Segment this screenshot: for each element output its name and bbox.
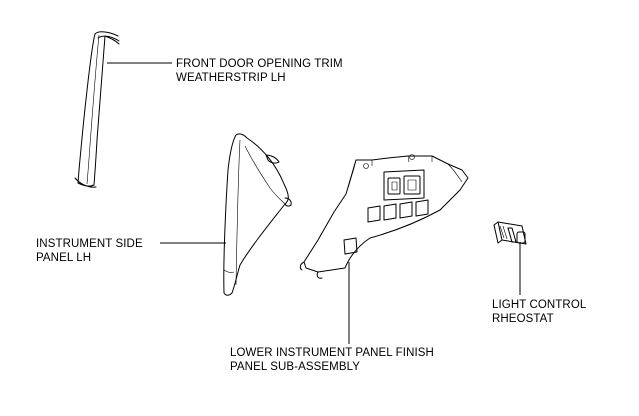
instrument-side-panel-part	[223, 133, 292, 296]
rheostat-label-line1: LIGHT CONTROL	[492, 299, 587, 311]
weatherstrip-label-line2: WEATHERSTRIP LH	[176, 72, 286, 84]
side-panel-label: INSTRUMENT SIDE PANEL LH	[36, 237, 143, 265]
weatherstrip-label-line1: FRONT DOOR OPENING TRIM	[176, 58, 343, 70]
lower-panel-part	[299, 154, 469, 279]
rheostat-label-line2: RHEOSTAT	[492, 313, 554, 325]
weatherstrip-part	[74, 31, 120, 188]
weatherstrip-label: FRONT DOOR OPENING TRIM WEATHERSTRIP LH	[176, 57, 343, 85]
rheostat-part	[493, 221, 527, 245]
lower-panel-label-line2: PANEL SUB-ASSEMBLY	[230, 361, 361, 373]
lower-panel-label-line1: LOWER INSTRUMENT PANEL FINISH	[230, 347, 434, 359]
side-panel-label-line2: PANEL LH	[36, 252, 92, 264]
lower-panel-label: LOWER INSTRUMENT PANEL FINISH PANEL SUB-…	[230, 346, 434, 374]
side-panel-label-line1: INSTRUMENT SIDE	[36, 238, 143, 250]
rheostat-label: LIGHT CONTROL RHEOSTAT	[492, 298, 586, 326]
